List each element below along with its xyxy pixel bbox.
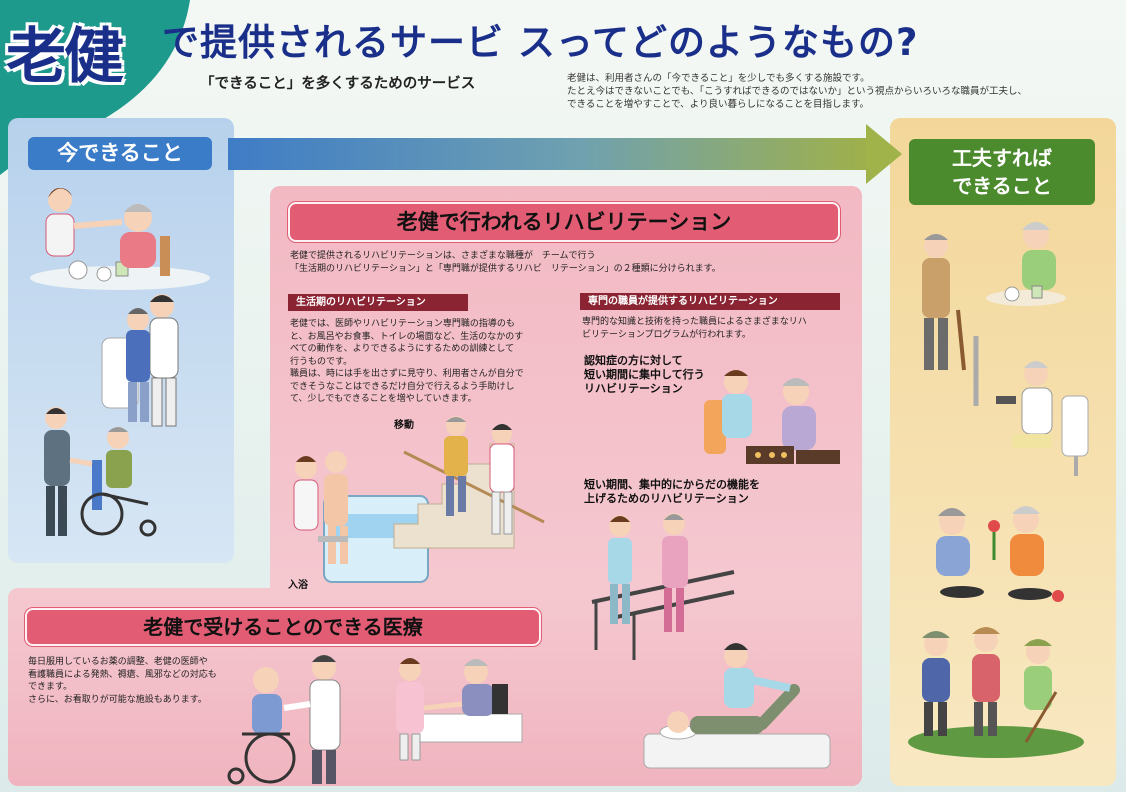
daily-rehab-line: と、お風呂やお食事、トイレの場面など、生活のなかのす bbox=[290, 331, 524, 342]
medical-line: 看護職員による発熱、褥瘡、風邪などの対応も bbox=[28, 669, 217, 680]
physical-therapy-illustration bbox=[643, 643, 831, 769]
progress-arrow-bar bbox=[228, 138, 868, 170]
walking-cane-illustration bbox=[922, 222, 1066, 371]
feeding-care-illustration bbox=[30, 188, 210, 290]
specialist-rehab-line: ビリテーションプログラムが行われます。 bbox=[582, 329, 751, 340]
rehab-title: 老健で行われるリハビリテーション bbox=[288, 202, 840, 242]
stairs-walking-illustration bbox=[393, 416, 545, 549]
daily-rehab-line: 老健では、医師やリハビリテーション専門職の指導のも bbox=[290, 319, 515, 329]
medical-line: さらに、お看取りが可能な施設もあります。 bbox=[28, 694, 207, 705]
specialist-rehab-heading: 専門の職員が提供するリハビリテーション bbox=[580, 293, 840, 310]
blood-pressure-illustration bbox=[396, 658, 523, 761]
daily-rehab-line: べての動作を、よりできるようにするための訓練として bbox=[290, 344, 515, 354]
function-rehab-caption: 短い期間、集中的にからだの機能を 上げるためのリハビリテーション bbox=[584, 478, 760, 506]
goal-label-line: できること bbox=[952, 174, 1052, 198]
intro-text: 老健は、利用者さんの「今できること」を少しでも多くする施設です。 たとえ今はでき… bbox=[567, 72, 1087, 111]
daily-rehab-text: 老健では、医師やリハビリテーション専門職の指導のも と、お風呂やお食事、トイレの… bbox=[290, 318, 524, 406]
logo-text: 老健 bbox=[6, 22, 124, 92]
goal-label-line: 工夫すれば bbox=[952, 146, 1052, 170]
rehab-intro: 老健で提供されるリハビリテーションは、さまざまな職種が チームで行う 「生活期の… bbox=[290, 250, 721, 275]
daily-rehab-line: 職員は、時には手を出さずに見守り、利用者さんが自分で bbox=[290, 369, 524, 379]
doctor-exam-illustration bbox=[227, 655, 341, 785]
caption-line: 認知症の方に対して bbox=[584, 354, 683, 367]
now-label: 今できること bbox=[28, 137, 212, 170]
specialist-rehab-text: 専門的な知識と技術を持った職員によるさまざまなリハ ビリテーションプログラムが行… bbox=[582, 316, 807, 341]
independent-toilet-illustration bbox=[973, 336, 1089, 476]
label-bath: 入浴 bbox=[288, 580, 308, 591]
wheelchair-assist-illustration bbox=[44, 407, 157, 537]
intro-line: 老健は、利用者さんの「今できること」を少しでも多くする施設です。 bbox=[567, 73, 870, 84]
medical-line: 毎日服用しているお薬の調整、老健の医師や bbox=[28, 657, 208, 667]
goal-label: 工夫すれば できること bbox=[909, 139, 1095, 205]
caption-line: 短い期間に集中して行う bbox=[584, 368, 705, 381]
caption-line: 上げるためのリハビリテーション bbox=[584, 492, 749, 505]
caption-line: 短い期間、集中的にからだの機能を bbox=[584, 478, 760, 491]
page-headline: で提供されるサービ スってどのようなもの? bbox=[162, 21, 919, 64]
flower-arranging-illustration bbox=[936, 506, 1064, 602]
daily-rehab-line: 行うものです。 bbox=[290, 356, 353, 367]
caption-line: リハビリテーション bbox=[584, 382, 683, 395]
intro-line: できることを増やすことで、より良い暮らしになることを目指します。 bbox=[567, 99, 870, 110]
medical-line: できます。 bbox=[28, 682, 73, 692]
arrow-right-icon bbox=[866, 124, 902, 184]
label-move: 移動 bbox=[394, 420, 414, 431]
bathing-rehab-illustration bbox=[293, 451, 429, 583]
intro-line: たとえ今はできないことでも、「こうすればできるのではないか」という視点からいろい… bbox=[567, 86, 1027, 97]
rehab-intro-line: 老健で提供されるリハビリテーションは、さまざまな職種が チームで行う bbox=[290, 251, 596, 261]
page-subline: 「できること」を多くするためのサービス bbox=[200, 76, 476, 92]
daily-rehab-line: できそうなことはできるだけ自分で行えるよう手助けし bbox=[290, 381, 515, 392]
daily-rehab-line: て、少しでもできることを増やしていきます。 bbox=[290, 394, 477, 404]
medical-text: 毎日服用しているお薬の調整、老健の医師や 看護職員による発熱、褥瘡、風邪などの対… bbox=[28, 656, 217, 706]
medical-title: 老健で受けることのできる医療 bbox=[25, 608, 541, 646]
specialist-rehab-line: 専門的な知識と技術を持った職員によるさまざまなリハ bbox=[582, 317, 807, 327]
toilet-assist-illustration bbox=[101, 294, 179, 427]
parallel-bars-illustration bbox=[591, 513, 735, 660]
rehab-intro-line: 「生活期のリハビリテーション」と「専門職が提供するリハビ リテーション」の２種類… bbox=[290, 263, 721, 274]
daily-rehab-heading: 生活期のリハビリテーション bbox=[288, 294, 468, 311]
gateball-illustration bbox=[908, 627, 1084, 758]
dementia-rehab-caption: 認知症の方に対して 短い期間に集中して行う リハビリテーション bbox=[584, 354, 705, 396]
dementia-activity-illustration bbox=[704, 370, 840, 464]
